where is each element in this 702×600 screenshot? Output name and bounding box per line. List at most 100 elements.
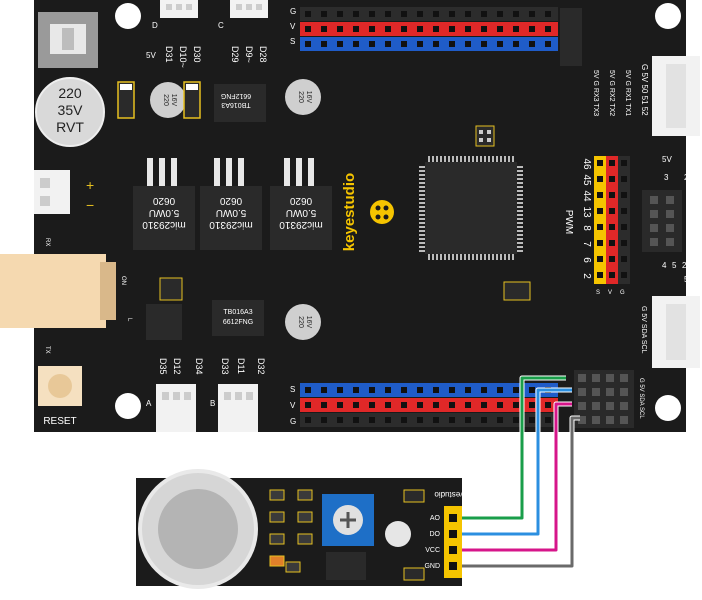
mcu-pin (517, 218, 523, 220)
mcu-pin (484, 156, 486, 162)
mcu-pin (456, 254, 458, 260)
header-pin (592, 374, 600, 382)
pwm-header (594, 156, 630, 284)
header-pin (621, 208, 627, 214)
mcu-pin (512, 254, 514, 260)
header-pin (597, 160, 603, 166)
svg-text:TB016A3: TB016A3 (221, 101, 250, 108)
mcu-pin (480, 254, 482, 260)
header-pin (621, 160, 627, 166)
svg-text:D10~: D10~ (178, 46, 188, 68)
regulator-leg (238, 158, 244, 188)
mcu-pin (419, 174, 425, 176)
mcu-pin (517, 194, 523, 196)
header-pin (620, 416, 628, 424)
header-pin (337, 417, 343, 423)
mcu-pin (517, 182, 523, 184)
header-pin (449, 530, 457, 538)
header-pin (650, 196, 658, 204)
pwm-label: PWM (563, 210, 574, 234)
svg-text:G 5V SDA SCL: G 5V SDA SCL (638, 378, 644, 419)
pwm-pin-label: 2 (581, 273, 592, 279)
header-pin (513, 41, 519, 47)
smd-component (269, 555, 285, 567)
comparator-chip (326, 552, 366, 580)
header-pin (621, 256, 627, 262)
svg-text:S: S (290, 37, 295, 46)
header-pin (545, 402, 551, 408)
label-5v: 5V (146, 51, 156, 60)
mcu-pin (419, 214, 425, 216)
svg-text:S: S (290, 385, 295, 394)
header-pin (621, 272, 627, 278)
rail-row (300, 7, 558, 21)
header-pin (597, 224, 603, 230)
header-pin (465, 26, 471, 32)
header-pin (578, 374, 586, 382)
capacitor-220-16v (285, 304, 321, 340)
header-pin (369, 11, 375, 17)
regulator-label: 0620 (152, 195, 175, 206)
cap-big-line3: RVT (56, 119, 84, 135)
mcu-pin (517, 210, 523, 212)
svg-text:D29: D29 (230, 46, 240, 63)
svg-text:22: 22 (682, 261, 691, 270)
header-pin (321, 387, 327, 393)
mcu-pin (436, 254, 438, 260)
header-pin (305, 26, 311, 32)
svg-text:S: S (596, 290, 600, 296)
voltage-regulator (200, 186, 262, 250)
motor-driver-chip (212, 300, 264, 336)
header-pin (385, 402, 391, 408)
header-pin (337, 26, 343, 32)
connector-d (160, 0, 198, 18)
header-pin (650, 210, 658, 218)
mcu-pin (517, 178, 523, 180)
pwm-pin-label: 45 (581, 174, 592, 186)
svg-text:16V: 16V (305, 316, 312, 329)
mcu-pin (419, 202, 425, 204)
pwm-pin-label: 46 (581, 158, 592, 170)
header-pin (497, 11, 503, 17)
mcu-pin (472, 156, 474, 162)
header-pin (597, 256, 603, 262)
header-pin (417, 387, 423, 393)
svg-text:L: L (126, 318, 132, 322)
pwm-pin-label: 8 (581, 225, 592, 231)
svg-text:4: 4 (662, 261, 667, 270)
header-pin (337, 387, 343, 393)
jumper-wire (462, 416, 580, 568)
voltage-regulator (133, 186, 195, 250)
mcu-pin (508, 156, 510, 162)
header-pin (481, 11, 487, 17)
header-pin (353, 387, 359, 393)
header-pin (545, 417, 551, 423)
svg-text:5V G RX1 TX1: 5V G RX1 TX1 (624, 70, 631, 116)
svg-text:D32: D32 (256, 358, 266, 375)
header-pin (481, 417, 487, 423)
header-pin (650, 238, 658, 246)
regulator-label: 5.0WU (216, 207, 247, 218)
header-pin (433, 417, 439, 423)
pin-gnd: GND (424, 563, 440, 570)
svg-text:D11: D11 (236, 358, 246, 374)
smd-component (269, 511, 285, 523)
svg-text:V: V (608, 290, 612, 296)
mounting-hole (655, 395, 681, 421)
header-pin (305, 387, 311, 393)
svg-text:6612FNG: 6612FNG (223, 319, 253, 326)
header-pin (545, 11, 551, 17)
header-pin (305, 402, 311, 408)
header-pin (597, 192, 603, 198)
header-pin (353, 402, 359, 408)
header-pin (449, 387, 455, 393)
header-pin (597, 272, 603, 278)
mcu-pin (517, 206, 523, 208)
regulator-label: 0620 (219, 195, 242, 206)
header-pin (305, 417, 311, 423)
svg-text:G 5V 50 51 52: G 5V 50 51 52 (640, 64, 649, 116)
regulator-leg (147, 158, 153, 188)
header-pin (578, 388, 586, 396)
mcu-pin (419, 242, 425, 244)
